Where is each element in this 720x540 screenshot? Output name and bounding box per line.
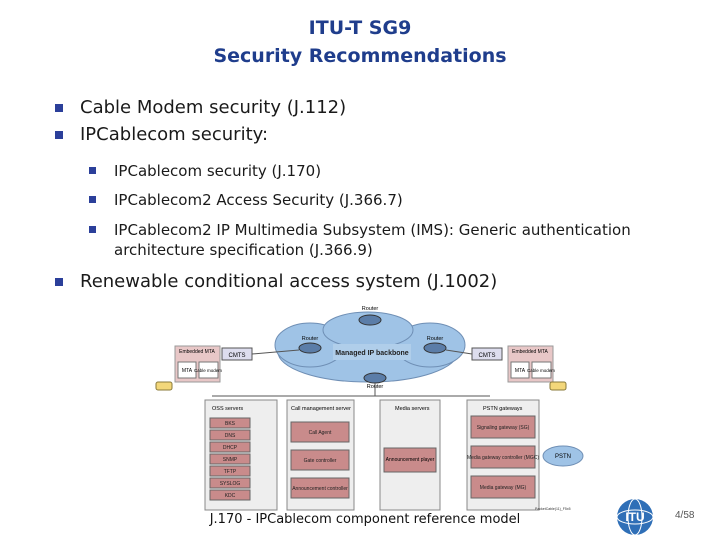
bullet-marker — [89, 226, 96, 233]
router-label: Router — [427, 336, 444, 342]
embedded-mta-label: Embedded MTA — [512, 349, 548, 355]
oss-item-label: BKS — [225, 421, 236, 427]
router-icon: Router — [298, 336, 322, 354]
oss-item — [209, 465, 251, 477]
slide-title: ITU-T SG9 Security Recommendations — [0, 14, 720, 70]
oss-item — [209, 417, 251, 429]
call-mgmt-item-label: Announcement controller — [292, 486, 348, 492]
bullet-marker — [89, 167, 96, 174]
pstn-gateway-item-label: Signaling gateway (SG) — [477, 425, 530, 431]
bullet-text: Renewable conditional access system (J.1… — [80, 271, 498, 292]
oss-item — [209, 453, 251, 465]
itu-logo-text: ITU — [625, 510, 644, 524]
cable-modem-label: Cable modem — [527, 368, 555, 373]
bullet-marker — [89, 196, 96, 203]
router-icon: Router — [358, 306, 382, 326]
pstn-gateway-item-label: Media gateway (MG) — [480, 485, 527, 491]
itu-logo: ITU — [616, 498, 654, 536]
oss-item-label: SNMP — [223, 457, 238, 463]
media-title: Media servers — [395, 406, 430, 412]
sub-bullet-1: IPCablecom security (J.170) — [89, 161, 689, 181]
bullet-text: IPCablecom2 Access Security (J.366.7) — [114, 191, 403, 209]
pstn-gw-title: PSTN gateways — [483, 406, 523, 412]
page-number: 4/58 — [675, 510, 695, 521]
call-mgmt-item-label: Call Agent — [309, 430, 332, 436]
pstn-gateway-item — [470, 475, 536, 499]
embedded-mta-label: Embedded MTA — [179, 349, 215, 355]
oss-item — [209, 489, 251, 501]
bullet-1: Cable Modem security (J.112) — [55, 97, 675, 118]
mta-label: MTA — [182, 368, 193, 374]
ipcablecom-reference-diagram: Managed IP backbone Router Router Router… — [155, 306, 584, 511]
oss-title: OSS servers — [212, 406, 243, 412]
cloud-label: Managed IP backbone — [335, 350, 408, 357]
oss-item-label: DHCP — [223, 445, 238, 451]
cable-modem-box — [531, 361, 552, 379]
mta-label: MTA — [515, 368, 526, 374]
cmts-label: CMTS — [479, 353, 496, 359]
diagram-reference: PacketCable(11)_F5x5 — [535, 507, 571, 511]
bullet-text: IPCablecom security (J.170) — [114, 162, 322, 180]
mta-box — [510, 361, 530, 379]
cable-modem-label: Cable modem — [194, 368, 222, 373]
figure-caption: J.170 - IPCablecom component reference m… — [209, 512, 521, 527]
call-mgmt-item-label: Gate controller — [304, 458, 337, 464]
call-mgmt-item — [290, 477, 350, 499]
title-line-1: ITU-T SG9 — [308, 17, 412, 39]
bullet-3: Renewable conditional access system (J.1… — [55, 271, 695, 292]
pstn-gateway-item-label: Media gateway controller (MGC) — [467, 455, 539, 461]
cable-modem-box — [198, 361, 219, 379]
media-item-label: Announcement player — [386, 457, 435, 463]
managed-ip-backbone-cloud: Managed IP backbone — [274, 311, 466, 383]
bullet-text: IPCablecom2 IP Multimedia Subsystem (IMS… — [114, 221, 631, 259]
telephone-icon — [549, 381, 567, 391]
oss-item-label: SYSLOG — [220, 481, 241, 487]
router-icon: Router — [423, 336, 447, 354]
sub-bullet-2: IPCablecom2 Access Security (J.366.7) — [89, 190, 689, 210]
oss-item — [209, 429, 251, 441]
oss-item — [209, 477, 251, 489]
oss-item-label: DNS — [225, 433, 236, 439]
oss-item-label: KDC — [225, 493, 236, 499]
bullet-2: IPCablecom security: — [55, 124, 675, 145]
router-label: Router — [362, 306, 379, 312]
title-line-2: Security Recommendations — [213, 45, 507, 67]
announcement-player — [383, 447, 437, 473]
call-mgmt-title: Call management server — [291, 406, 351, 412]
bullet-text: IPCablecom security: — [80, 124, 269, 145]
bullet-marker — [55, 104, 63, 112]
pstn-label: PSTN — [555, 454, 571, 460]
cmts-label: CMTS — [229, 353, 246, 359]
bullet-marker — [55, 278, 63, 286]
call-mgmt-item — [290, 421, 350, 443]
oss-item-label: TFTP — [224, 469, 237, 475]
pstn-gateway-item — [470, 415, 536, 439]
oss-item — [209, 441, 251, 453]
mta-box — [177, 361, 197, 379]
pstn-cloud — [542, 445, 584, 467]
bullet-marker — [55, 131, 63, 139]
itu-globe-icon — [617, 499, 653, 535]
telephone-icon — [155, 381, 173, 391]
call-mgmt-item — [290, 449, 350, 471]
pstn-gateway-item — [470, 445, 536, 469]
sub-bullet-3: IPCablecom2 IP Multimedia Subsystem (IMS… — [89, 220, 689, 260]
router-label: Router — [302, 336, 319, 342]
bullet-text: Cable Modem security (J.112) — [80, 97, 347, 118]
